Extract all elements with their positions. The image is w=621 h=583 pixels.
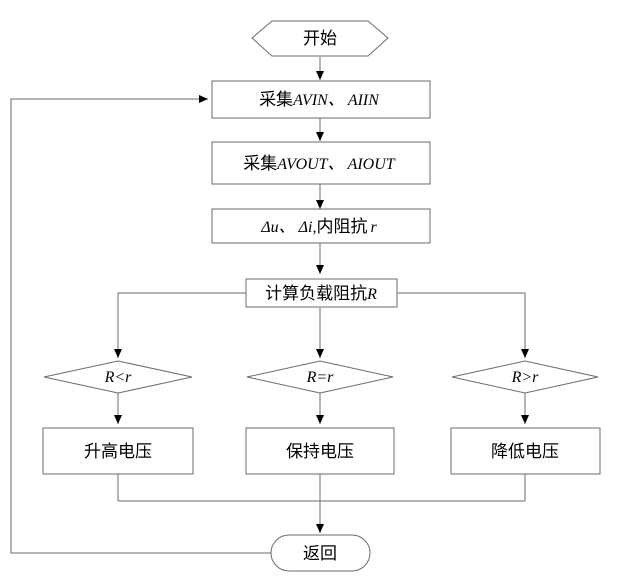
lower-voltage-box: 降低电压 <box>450 427 601 475</box>
return-label: 返回 <box>303 544 337 564</box>
compute-box: 计算负载阻抗R <box>245 278 398 308</box>
collect-output-label: 采集AVOUT、 AIOUT <box>243 154 395 174</box>
lower-voltage-label: 降低电压 <box>491 442 559 462</box>
return-node: 返回 <box>270 534 371 572</box>
start-label: 开始 <box>303 29 337 49</box>
raise-voltage-label: 升高电压 <box>84 442 152 462</box>
hold-voltage-box: 保持电压 <box>245 427 395 475</box>
decision-lt-label: R<r <box>104 369 133 386</box>
edge-return-loop-to-collect-in <box>10 95 271 554</box>
decision-r-less-than: R<r <box>43 360 193 394</box>
collect-output-box: 采集AVOUT、 AIOUT <box>211 141 431 185</box>
decision-r-equal: R=r <box>246 360 394 394</box>
decision-r-greater-than: R>r <box>451 360 599 394</box>
collect-input-label: 采集AVIN、 AIIN <box>259 90 380 110</box>
start-node: 开始 <box>251 20 389 57</box>
collect-input-box: 采集AVIN、 AIIN <box>211 80 431 119</box>
decision-gt-label: R>r <box>511 369 540 386</box>
edge-compute-to-cond-gt <box>397 292 529 358</box>
decision-eq-label: R=r <box>306 369 335 386</box>
hold-voltage-label: 保持电压 <box>286 442 354 462</box>
raise-voltage-box: 升高电压 <box>42 427 194 475</box>
compute-label: 计算负载阻抗R <box>265 284 377 304</box>
edge-compute-to-cond-lt <box>114 292 246 358</box>
